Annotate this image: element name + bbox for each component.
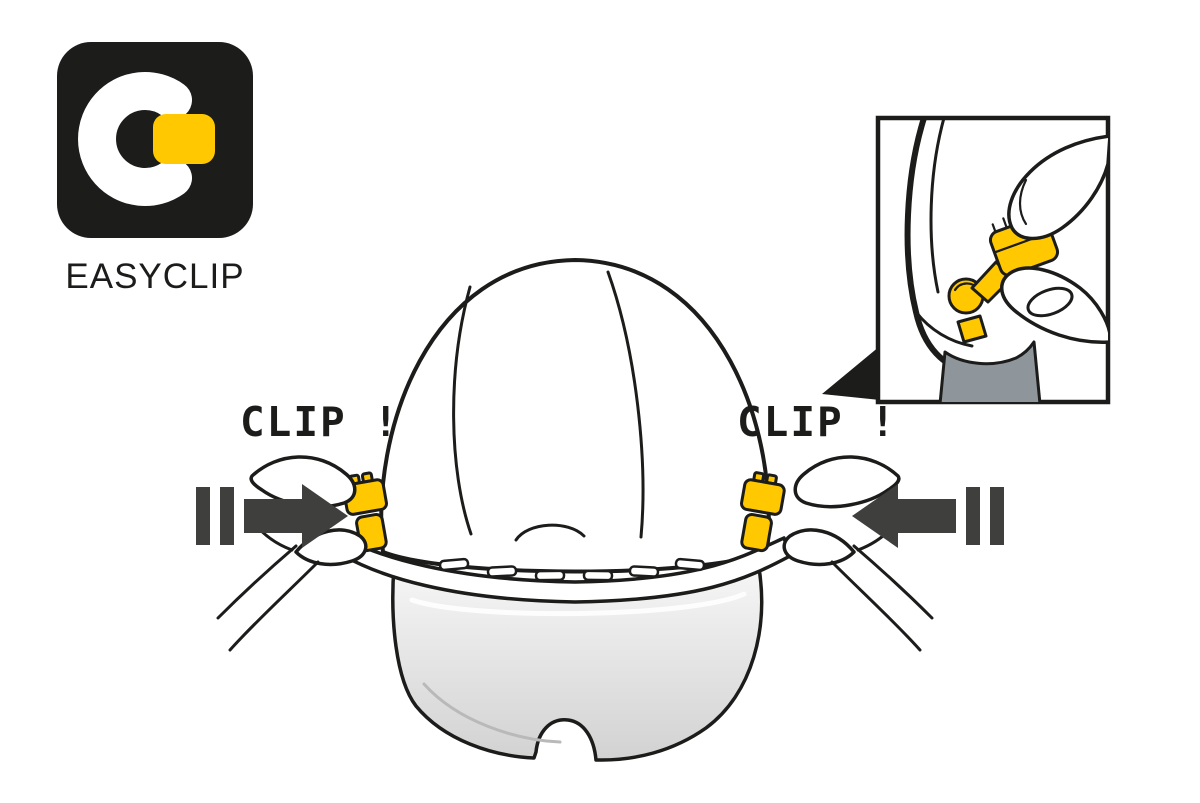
visor-reflection [422,682,562,744]
arrow-stripe [196,487,210,545]
band-slot [628,565,660,578]
band-slot [534,569,566,582]
helmet-dome [379,258,771,574]
inset-index-finger [1007,134,1108,241]
arrow-stripe [220,487,234,545]
band-slot [486,565,518,578]
inset-thumb-nail [1026,286,1074,318]
arrow-stripe [966,487,980,545]
left-wrist-line [216,544,298,620]
arrow-body [244,484,348,548]
band-slots [438,557,706,582]
easyclip-logo-block: EASYCLIP [57,42,253,297]
right-wrist-line [830,560,922,652]
logo-yellow-clip [153,114,215,164]
left-wrist-line [228,560,320,652]
band-slot [582,569,614,582]
inset-finger-crease [1018,178,1028,226]
helmet-panel-lines [452,270,645,542]
arrow-right-icon [852,484,1004,548]
arrow-left-icon [196,484,348,548]
logo-label: EASYCLIP [65,257,245,296]
right-thumb [782,528,856,567]
inset-visor-edge [938,340,1042,402]
inset-content [904,118,1108,402]
left-hand [216,455,368,652]
callout-triangle-icon [822,346,880,400]
clip-right-icon [740,471,786,553]
clip-label-right: CLIP ! [737,398,898,446]
inset-shell-rim [914,310,974,348]
arrow-stripe [990,487,1004,545]
visor-highlight [409,591,747,617]
logo-c-mark [78,72,192,206]
inset-shell-inner [929,118,946,294]
left-index-finger [249,455,357,509]
right-index-finger [793,455,901,509]
helmet-illustration [342,258,792,762]
band-slot [674,557,706,572]
inset-shell-outer [904,118,971,375]
easyclip-logo-icon [57,42,253,238]
arrow-body [852,484,956,548]
right-wrist-line [852,544,934,620]
right-hand [782,455,934,652]
band-slot [438,557,470,572]
detail-inset [822,115,1111,405]
clip-label-left: CLIP ! [240,398,401,446]
